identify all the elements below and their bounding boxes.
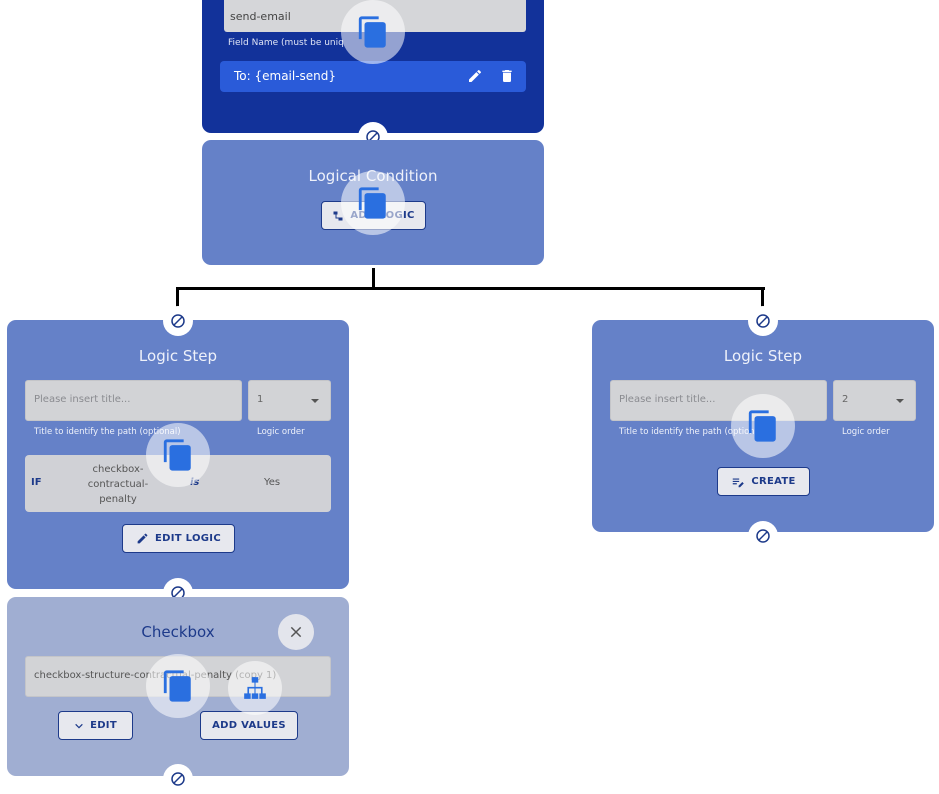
rule-field: checkbox-contractual-penalty bbox=[87, 464, 149, 505]
path-title-placeholder: Please insert title... bbox=[34, 394, 131, 405]
path-title-input[interactable]: Please insert title... bbox=[25, 380, 242, 421]
recipient-row: To: {email-send} bbox=[220, 61, 526, 92]
logic-order-value: 1 bbox=[257, 394, 264, 405]
path-title-placeholder: Please insert title... bbox=[619, 394, 716, 405]
copy-icon[interactable] bbox=[341, 0, 405, 64]
create-label: CREATE bbox=[751, 476, 796, 487]
connector-line bbox=[176, 287, 765, 290]
create-button[interactable]: CREATE bbox=[717, 467, 810, 496]
logic-order-select[interactable]: 1 bbox=[248, 380, 331, 421]
edit-note-icon bbox=[733, 478, 745, 487]
path-title-input[interactable]: Please insert title... bbox=[610, 380, 827, 421]
edit-logic-label: EDIT LOGIC bbox=[155, 533, 221, 544]
chevron-down-icon bbox=[75, 723, 83, 729]
block-icon[interactable] bbox=[748, 521, 778, 551]
card-title: Logic Step bbox=[138, 347, 218, 365]
close-icon bbox=[290, 626, 302, 638]
pencil-icon bbox=[137, 533, 148, 544]
copy-icon[interactable] bbox=[146, 423, 210, 487]
rule-if: IF bbox=[31, 477, 42, 488]
close-button[interactable] bbox=[278, 614, 314, 650]
trash-icon[interactable] bbox=[498, 67, 516, 85]
path-title-hint: Title to identify the path (optional) bbox=[619, 427, 766, 437]
card-title: Logic Step bbox=[723, 347, 803, 365]
edit-label: EDIT bbox=[90, 720, 117, 731]
copy-icon[interactable] bbox=[731, 394, 795, 458]
card-title: Checkbox bbox=[141, 623, 215, 641]
logic-order-hint: Logic order bbox=[842, 427, 890, 437]
logic-order-value: 2 bbox=[842, 394, 849, 405]
rule-operator: is bbox=[190, 477, 200, 488]
field-name-value: send-email bbox=[230, 10, 291, 23]
path-title-hint: Title to identify the path (optional) bbox=[34, 427, 181, 437]
connector-line bbox=[176, 287, 179, 307]
block-icon[interactable] bbox=[163, 306, 193, 336]
block-icon[interactable] bbox=[163, 764, 193, 794]
copy-icon[interactable] bbox=[341, 171, 405, 235]
hierarchy-button[interactable] bbox=[228, 661, 282, 715]
rule-value: Yes bbox=[264, 477, 281, 488]
field-name-hint: Field Name (must be uniq bbox=[228, 38, 344, 48]
hierarchy-icon bbox=[244, 677, 266, 699]
logic-order-select[interactable]: 2 bbox=[833, 380, 916, 421]
pencil-icon[interactable] bbox=[466, 67, 484, 85]
caret-down-icon bbox=[896, 399, 904, 403]
recipient-text: To: {email-send} bbox=[234, 69, 337, 83]
block-icon[interactable] bbox=[748, 306, 778, 336]
connector-line bbox=[372, 268, 375, 289]
add-values-button[interactable]: ADD VALUES bbox=[200, 711, 298, 740]
logic-order-hint: Logic order bbox=[257, 427, 305, 437]
tree-icon bbox=[333, 211, 343, 220]
edit-logic-button[interactable]: EDIT LOGIC bbox=[122, 524, 235, 553]
connector-line bbox=[761, 287, 764, 307]
caret-down-icon bbox=[311, 399, 319, 403]
edit-button[interactable]: EDIT bbox=[58, 711, 133, 740]
add-values-label: ADD VALUES bbox=[212, 720, 286, 731]
copy-icon[interactable] bbox=[146, 654, 210, 718]
